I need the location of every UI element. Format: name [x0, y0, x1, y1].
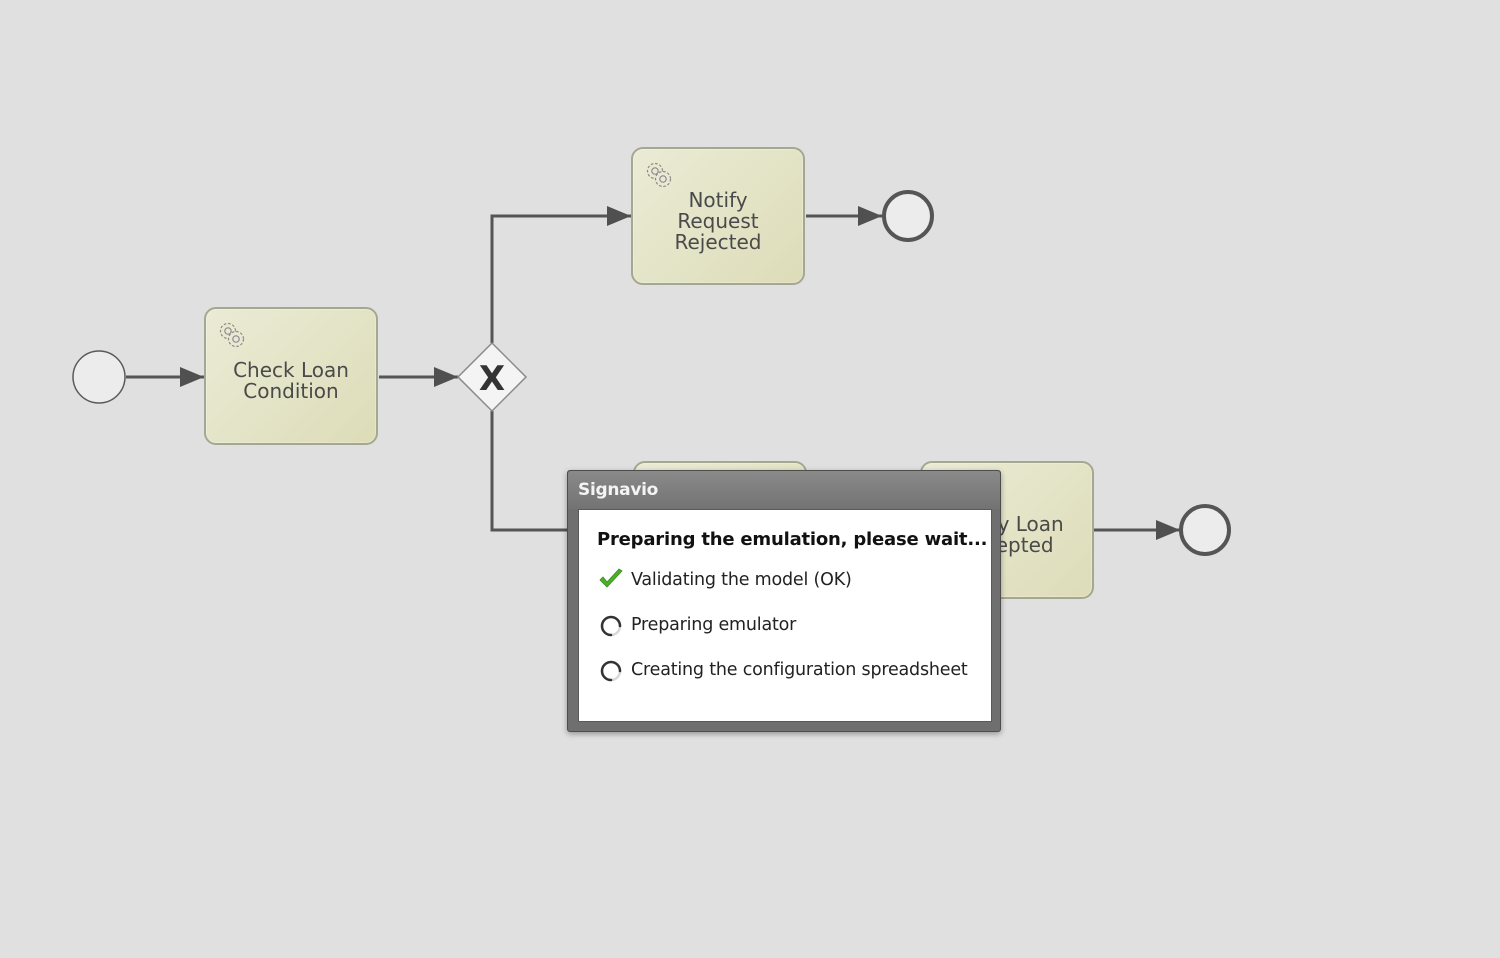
spinner-icon — [600, 615, 622, 637]
step-validating-model: Validating the model (OK) — [597, 566, 852, 594]
task-label-line-1: Notify Request — [677, 187, 759, 233]
task-label-line-1: Check Loan — [233, 358, 349, 382]
spinner-icon — [600, 660, 622, 682]
checkmark-icon — [599, 568, 623, 588]
task-label-line-2: Rejected — [674, 229, 762, 254]
step-label: Preparing emulator — [631, 615, 797, 635]
dialog-title: Signavio — [578, 480, 659, 500]
exclusive-gateway[interactable]: X — [456, 341, 528, 413]
dialog-body: Preparing the emulation, please wait... … — [578, 509, 992, 722]
start-event[interactable] — [72, 350, 126, 404]
step-creating-spreadsheet: Creating the configuration spreadsheet — [597, 656, 968, 684]
task-label: Check Loan Condition — [206, 309, 376, 443]
dialog-heading: Preparing the emulation, please wait... — [597, 529, 988, 550]
end-event-accepted[interactable] — [1179, 504, 1231, 556]
gateway-symbol: X — [479, 359, 505, 399]
step-label: Creating the configuration spreadsheet — [631, 660, 968, 680]
task-check-loan-condition[interactable]: Check Loan Condition — [204, 307, 378, 445]
task-label: Notify Request Rejected — [633, 149, 803, 283]
service-task-gear-icon — [219, 322, 245, 348]
task-label-line-2: Condition — [243, 379, 339, 403]
sequence-flow-gateway-to-rejected[interactable] — [490, 206, 631, 343]
step-preparing-emulator: Preparing emulator — [597, 611, 796, 639]
emulation-progress-dialog: Signavio Preparing the emulation, please… — [567, 470, 1001, 732]
dialog-titlebar[interactable]: Signavio — [568, 471, 1000, 509]
step-label: Validating the model (OK) — [631, 570, 852, 590]
task-notify-request-rejected[interactable]: Notify Request Rejected — [631, 147, 805, 285]
end-event-rejected[interactable] — [882, 190, 934, 242]
service-task-gear-icon — [646, 162, 672, 188]
